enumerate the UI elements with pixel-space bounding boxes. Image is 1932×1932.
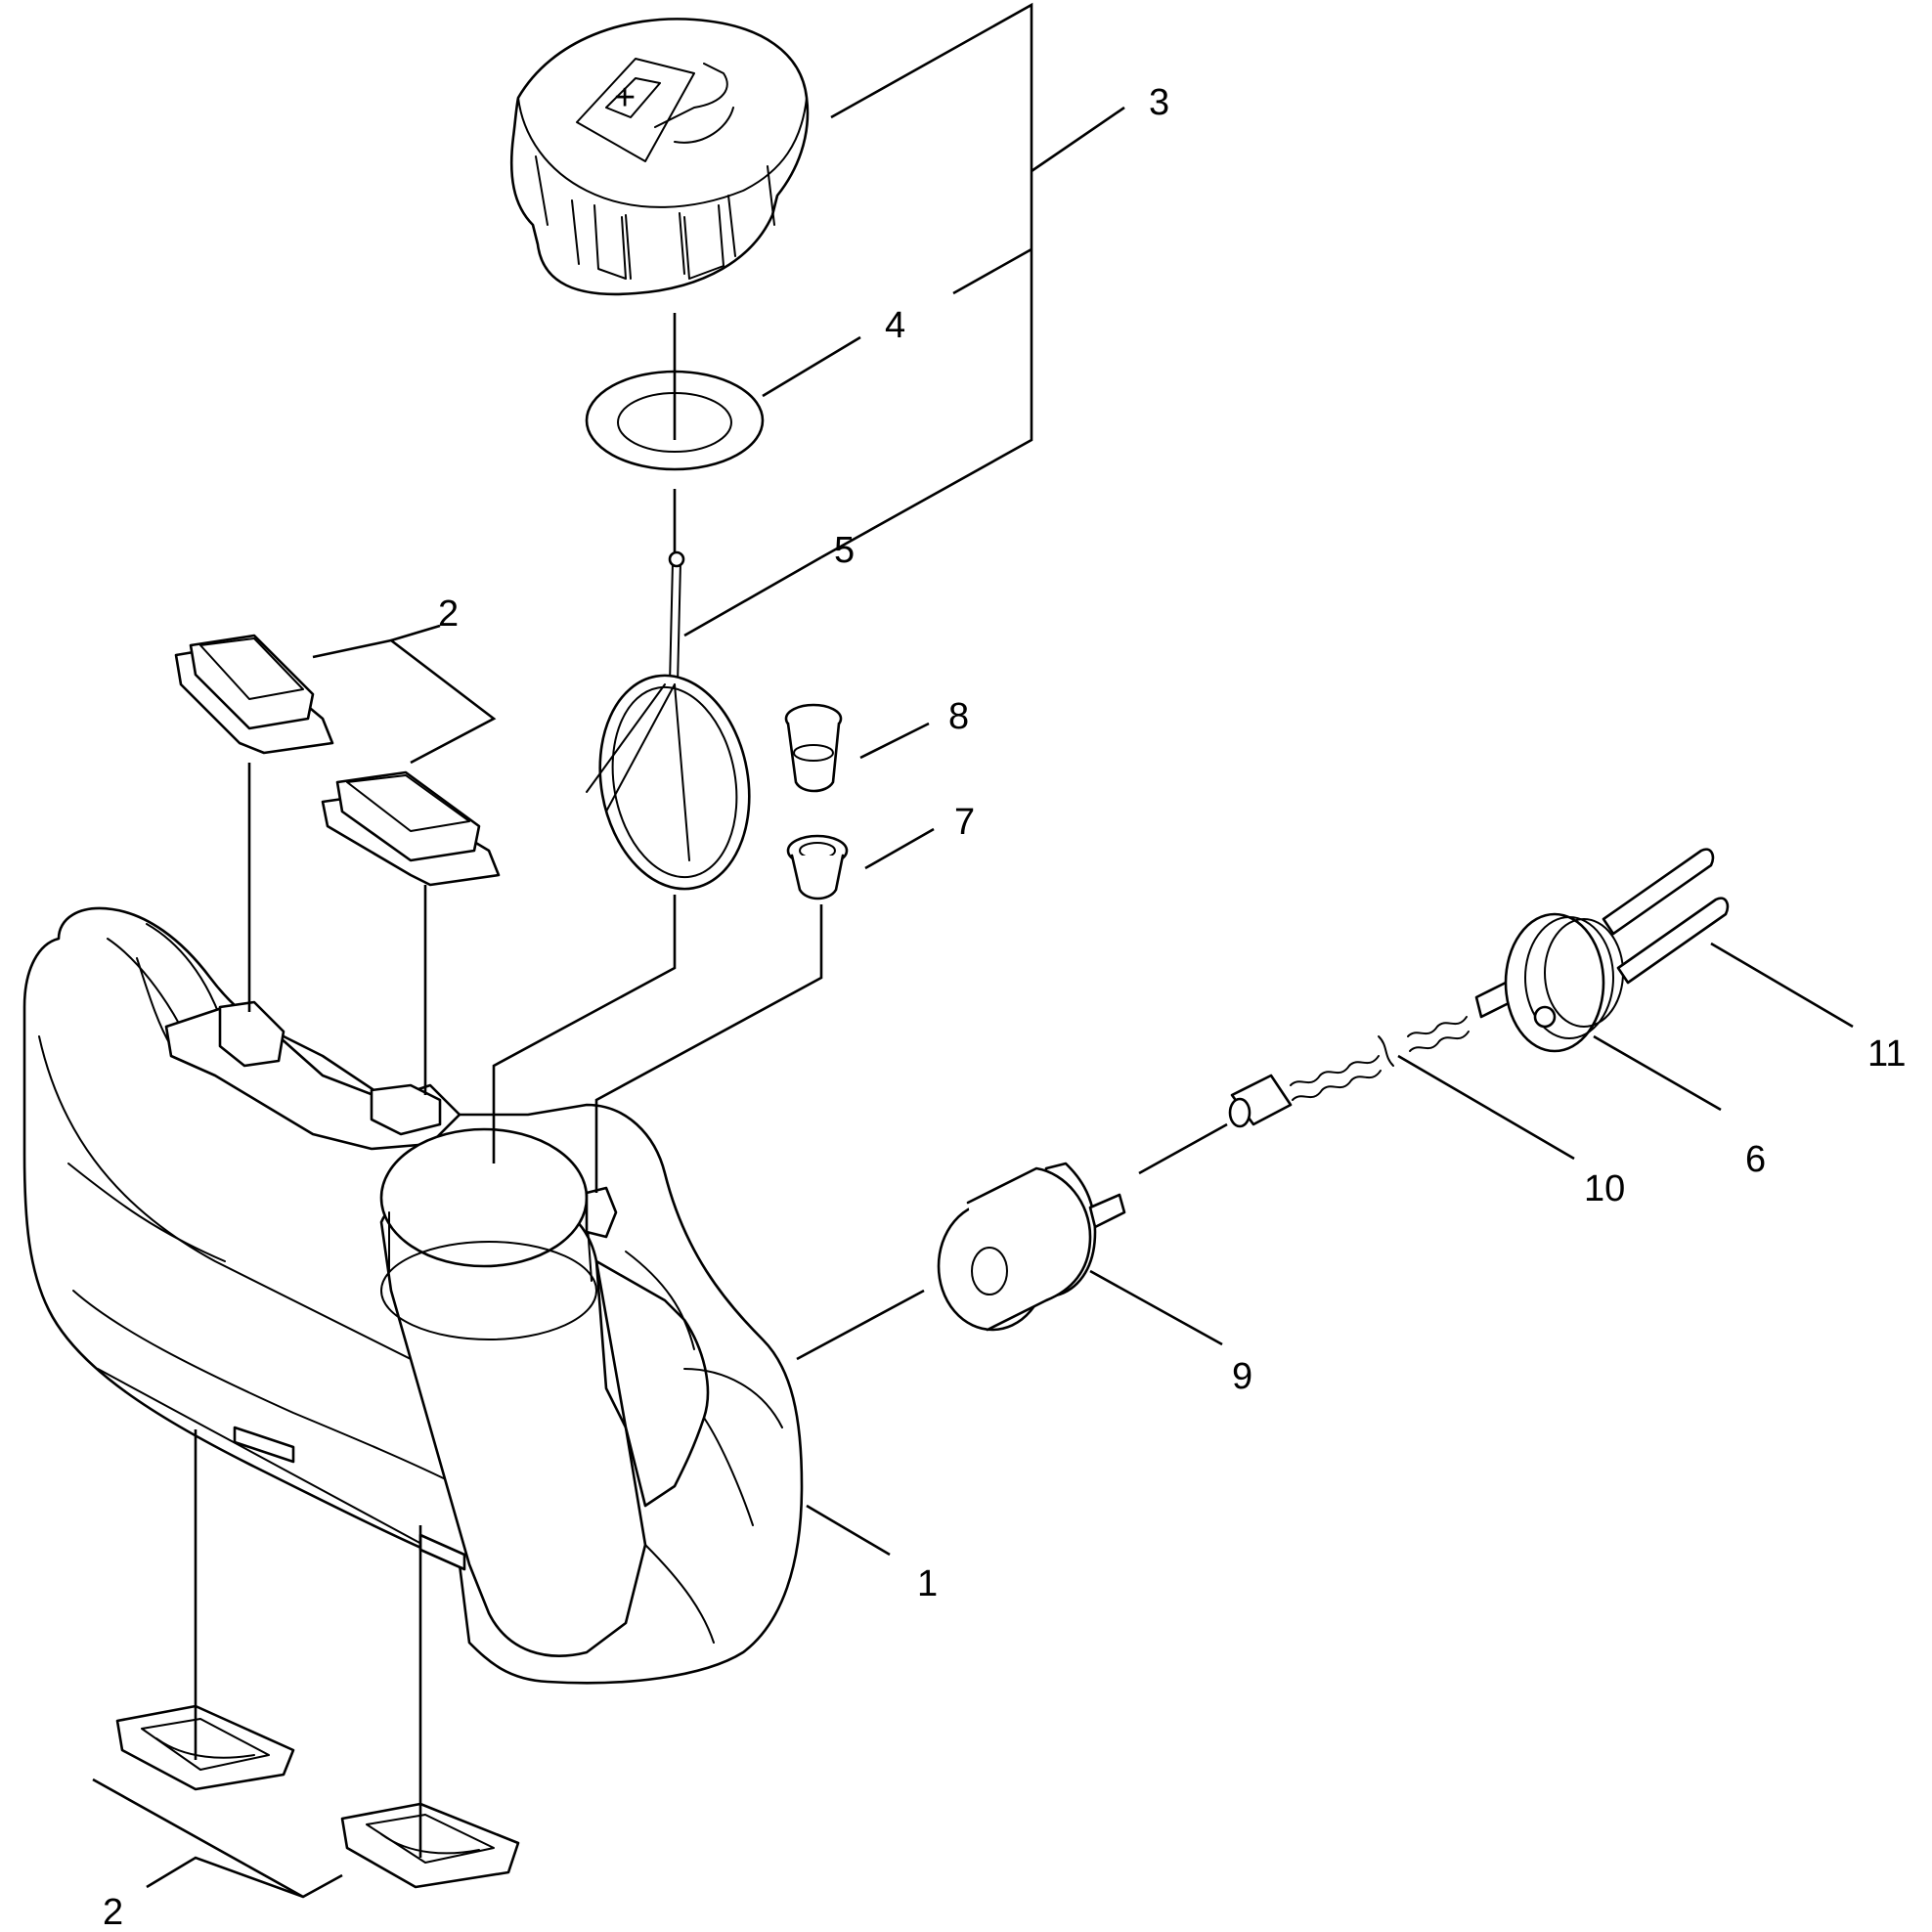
callout-1: 1 <box>917 1563 938 1604</box>
vent-grommet <box>786 834 849 900</box>
callout-11: 11 <box>1867 1033 1906 1075</box>
callout-3: 3 <box>1149 82 1169 123</box>
callout-4: 4 <box>885 305 905 346</box>
tank-mount-cushion-top-2 <box>321 770 501 887</box>
leader-lines <box>92 2 1854 1899</box>
fuel-line-grommet <box>1474 912 1624 1053</box>
callout-6: 6 <box>1745 1139 1766 1180</box>
callout-2-bottom: 2 <box>103 1892 123 1932</box>
fuel-tank <box>22 906 804 1685</box>
fuel-line <box>1228 1016 1470 1128</box>
tank-mount-cushion-bottom-2 <box>340 1802 520 1889</box>
callout-labels: 3 4 5 2 8 7 11 6 10 9 1 2 <box>103 82 1906 1932</box>
callout-10: 10 <box>1584 1168 1625 1209</box>
cap-retainer-strap <box>586 550 751 891</box>
tank-mount-cushion-bottom-1 <box>115 1704 295 1791</box>
fuel-cap-assembly: + <box>509 18 810 296</box>
callout-9: 9 <box>1232 1356 1252 1397</box>
fuel-hoses <box>1602 848 1730 985</box>
vent-valve <box>784 703 843 793</box>
fuel-filter <box>937 1162 1126 1332</box>
tank-mount-cushion-top-1 <box>174 634 334 755</box>
callout-7: 7 <box>954 802 975 843</box>
callout-8: 8 <box>948 696 969 737</box>
callout-5: 5 <box>834 530 855 571</box>
callout-2-top: 2 <box>438 593 459 635</box>
svg-text:+: + <box>614 77 636 118</box>
